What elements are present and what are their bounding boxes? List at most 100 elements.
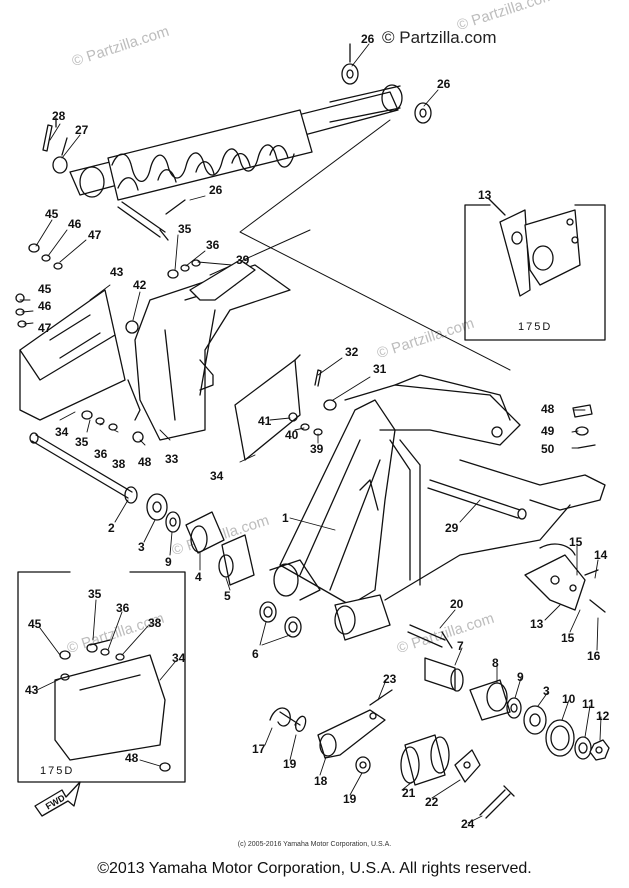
callout-35b: 35 [75,435,89,449]
callout-7: 7 [457,639,464,653]
arm-18 [317,709,386,759]
callout-21: 21 [402,786,416,800]
callout-2: 2 [108,521,115,535]
callout-34: 34 [210,469,224,483]
bolt-24 [369,689,393,706]
callout-6: 6 [252,647,259,661]
callout-43: 43 [110,265,124,279]
callout-38: 39 [236,253,250,267]
callout-47b: 48 [125,751,139,765]
footer-copyright: ©2013 Yamaha Motor Corporation, U.S.A. A… [97,860,532,877]
bolt-20 [407,624,453,649]
callout-22: 22 [425,795,439,809]
callout-1: 1 [282,511,289,525]
callout-44b: 45 [38,282,52,296]
inset-175d-top [464,197,606,341]
callout-45: 46 [68,217,82,231]
callout-25: 26 [437,77,451,91]
callout-49: 49 [541,424,555,438]
bolt-28-nut-27 [42,117,68,174]
collar-3 [146,493,168,521]
callout-26: 26 [209,183,223,197]
side-cover-43 [19,289,126,421]
callout-45b: 46 [38,299,52,313]
callout-42: 42 [133,278,147,292]
shock-absorber [69,84,403,201]
callout-13: 13 [478,188,492,202]
callout-5: 5 [224,589,231,603]
callout-11: 11 [582,697,595,711]
leader-lines [19,43,602,824]
plate-34 [234,354,301,461]
callout-46b: 47 [38,321,52,335]
callout-9b: 9 [517,670,524,684]
callout-3b: 3 [543,684,550,698]
callout-31: 32 [345,345,359,359]
washer-25-right [414,102,432,124]
callout-9: 9 [165,555,172,569]
callout-37b: 38 [148,616,162,630]
bushing-5 [218,534,255,586]
washer-25-top [341,43,359,85]
collar-8 [469,679,511,721]
callout-4: 4 [195,570,202,584]
spring-17 [269,707,301,727]
pivot-shaft-2 [29,432,138,504]
small-copyright: (c) 2005-2016 Yamaha Motor Corporation, … [237,841,392,848]
washer-9b [506,697,522,719]
callout-14: 14 [594,548,608,562]
callout-32: 33 [165,452,179,466]
callout-41: 41 [258,414,272,428]
callout-39: 39 [310,442,324,456]
callout-20: 20 [450,597,464,611]
callout-12: 12 [596,709,610,723]
callout-40: 40 [285,428,299,442]
inset-label-top: 175D [518,321,553,333]
callout-48: 48 [541,402,555,416]
callout-36b: 36 [94,447,108,461]
callout-35c: 35 [88,587,102,601]
callout-35: 35 [178,222,192,236]
callout-47: 48 [138,455,152,469]
nut-12 [589,739,610,761]
callout-33b: 34 [172,651,186,665]
callout-16: 16 [587,649,601,663]
callout-50: 50 [541,442,555,456]
callout-43b: 43 [25,683,39,697]
washer-9 [165,511,181,533]
callout-44: 45 [45,207,59,221]
callout-37: 38 [112,457,126,471]
bushing-4 [185,511,225,554]
callout-19: 19 [283,757,297,771]
washer-19b [355,756,371,774]
inset-label-bottom: 175D [40,765,75,777]
callout-24: 23 [383,672,397,686]
callout-15b: 15 [561,631,575,645]
collar-3b [523,705,547,735]
spring-19a [294,715,307,732]
callout-36c: 36 [116,601,130,615]
swing-arm-1 [269,374,606,641]
seals-6 [259,601,302,638]
callout-44c: 45 [28,617,42,631]
callout-17: 17 [252,742,266,756]
plate-22 [454,749,481,783]
bolt-26 [117,199,186,241]
roller-21 [400,734,450,786]
callout-10: 10 [562,692,576,706]
callout-46: 47 [88,228,102,242]
bolt-23 [479,785,515,819]
inset-175d-bottom [17,571,186,783]
seal-11 [574,736,592,760]
forward-arrow [34,781,81,817]
brand-mark: © Partzilla.com [382,28,497,47]
callout-3: 3 [138,540,145,554]
callout-18: 18 [314,774,328,788]
ring-10 [545,719,575,757]
fasteners-48-50 [572,404,596,449]
callout-23: 24 [461,817,475,831]
callout-8: 8 [492,656,499,670]
callout-19b: 19 [343,792,357,806]
